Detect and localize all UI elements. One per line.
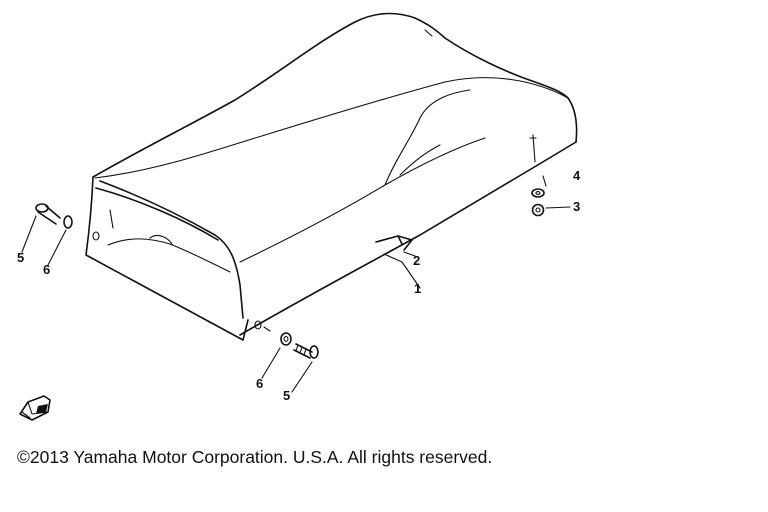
callout-5-left: 5 <box>17 250 24 265</box>
leader-lines <box>21 175 571 393</box>
pointing-hand-icon <box>19 395 51 421</box>
seat-catch-part <box>375 235 413 263</box>
callout-2: 2 <box>413 253 420 268</box>
callout-4: 4 <box>573 168 581 183</box>
callout-6-left: 6 <box>43 262 50 277</box>
seat-assembly <box>85 12 578 341</box>
callout-1: 1 <box>414 281 421 296</box>
washer-part-6-right <box>280 332 292 346</box>
callout-5-right: 5 <box>283 388 290 403</box>
callout-6-right: 6 <box>256 376 263 391</box>
bolt-part-5-right <box>293 343 319 359</box>
copyright-notice: ©2013 Yamaha Motor Corporation. U.S.A. A… <box>17 447 493 467</box>
bolt-part-5-left <box>35 203 61 225</box>
callout-3: 3 <box>573 199 580 214</box>
washer-part-4 <box>531 188 545 198</box>
washer-part-6-left <box>63 215 73 229</box>
nut-part-3 <box>531 203 545 217</box>
